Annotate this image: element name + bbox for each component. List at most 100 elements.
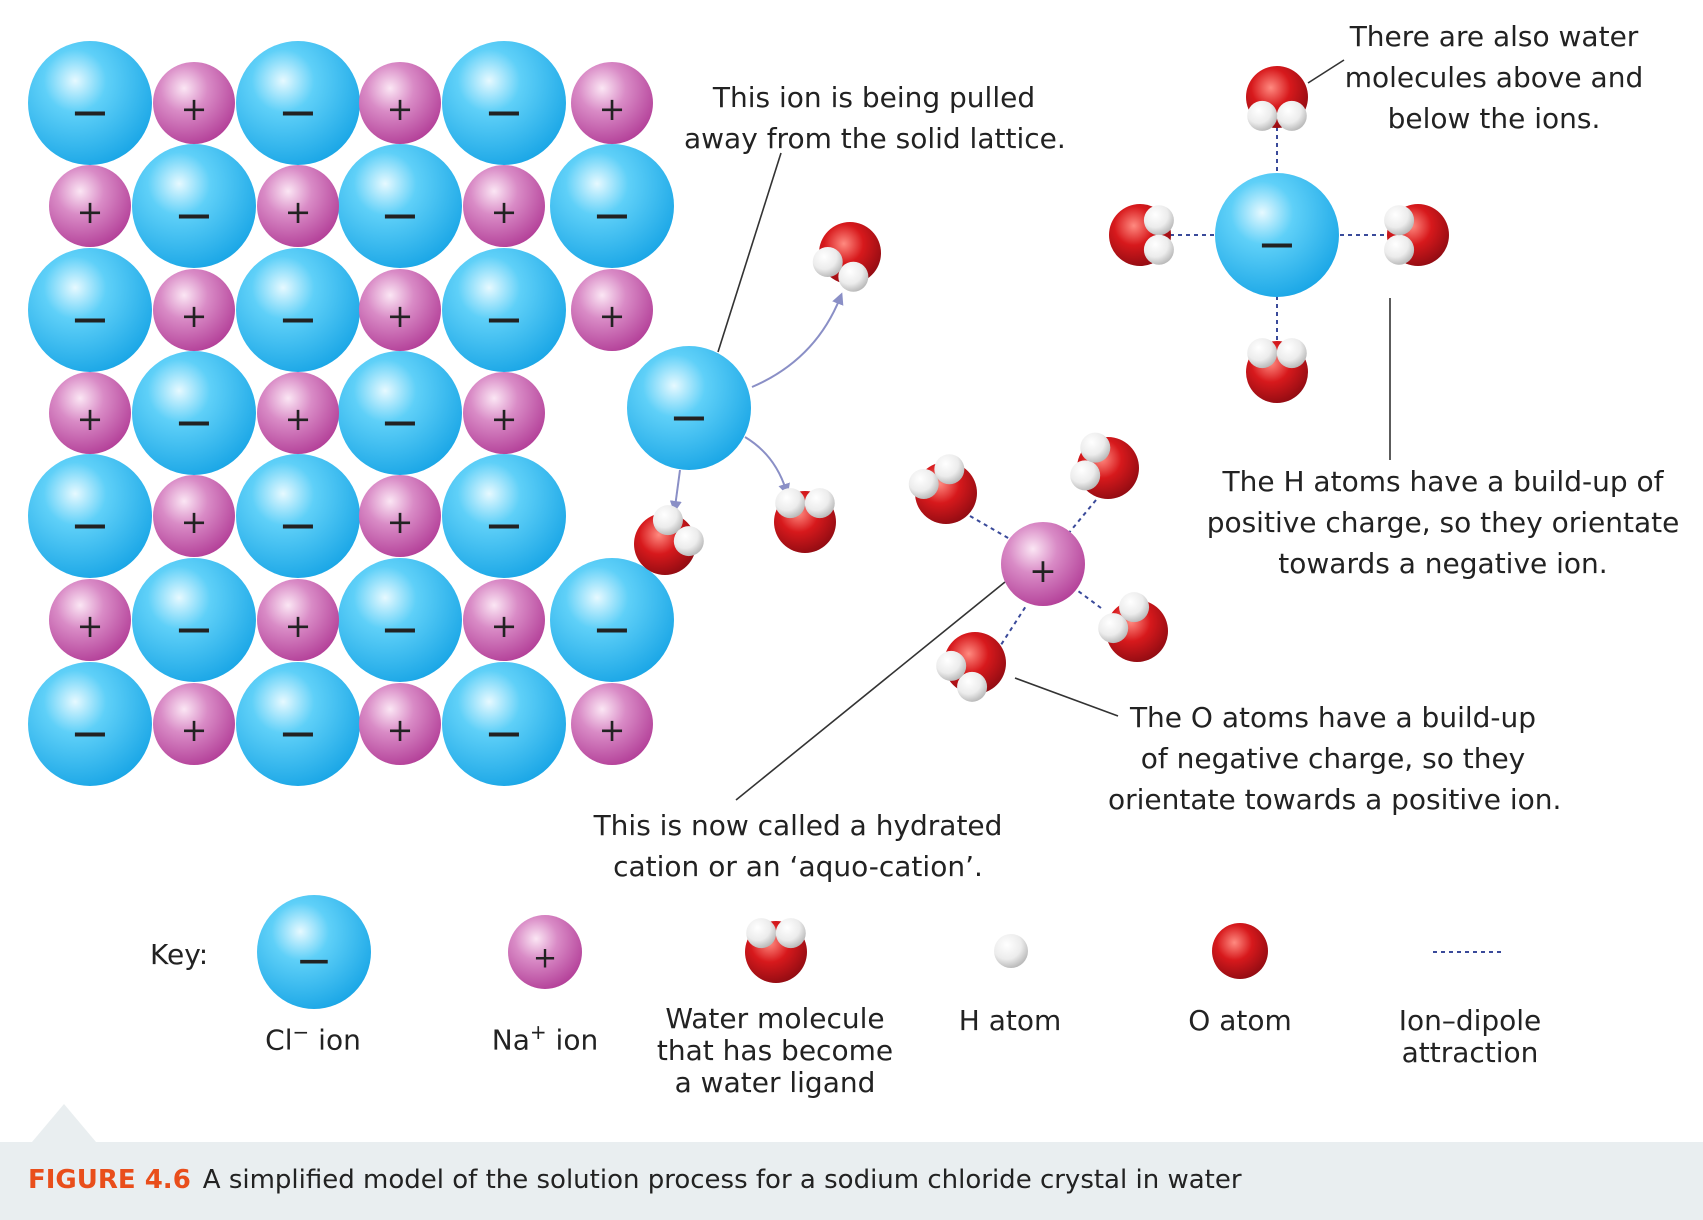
minus-sign: − — [278, 84, 318, 140]
water-molecule — [936, 632, 1006, 702]
leaving-cl-ion: − — [627, 346, 751, 470]
water-molecules — [634, 66, 1449, 702]
lattice-cl-ion: − — [338, 351, 462, 475]
plus-sign: + — [285, 400, 312, 438]
water-molecule — [634, 505, 704, 575]
lattice-na-ion: + — [359, 62, 441, 144]
plus-sign: + — [533, 940, 557, 974]
key-shapes: −+ — [257, 895, 1268, 1009]
key-title: Key: — [150, 938, 209, 971]
arrow-down-left — [669, 469, 682, 513]
plus-sign: + — [181, 90, 208, 128]
lattice-na-ion: + — [49, 579, 131, 661]
lattice-na-ion: + — [257, 372, 339, 454]
plus-sign: + — [491, 400, 518, 438]
lattice-cl-ion: − — [236, 248, 360, 372]
movement-arrows — [669, 292, 844, 513]
lattice-cl-ion: − — [28, 41, 152, 165]
key-o-atom-label: O atom — [1188, 1004, 1292, 1037]
water-molecule — [1070, 432, 1139, 499]
plus-sign: + — [387, 90, 414, 128]
minus-sign: − — [70, 84, 110, 140]
minus-sign: − — [278, 497, 318, 553]
lattice-cl-ion: − — [236, 454, 360, 578]
arrow-up-right — [751, 292, 844, 388]
plus-sign: + — [77, 193, 104, 231]
lattice-na-ion: + — [257, 165, 339, 247]
key-water-molecule-icon — [745, 918, 807, 983]
free-ions: − − + — [627, 173, 1339, 606]
plus-sign: + — [387, 711, 414, 749]
lattice-na-ion: + — [463, 372, 545, 454]
lattice-cl-ion: − — [132, 351, 256, 475]
lattice-cl-ion: − — [550, 144, 674, 268]
minus-sign: − — [174, 187, 214, 243]
plus-sign: + — [599, 90, 626, 128]
lattice-na-ion: + — [49, 372, 131, 454]
label-pulled-ion: This ion is being pulled away from the s… — [684, 81, 1066, 155]
plus-sign: + — [181, 503, 208, 541]
plus-sign: + — [77, 607, 104, 645]
lattice-cl-ion: − — [550, 558, 674, 682]
hydrated-cl-ion: − — [1215, 173, 1339, 297]
plus-sign: + — [1029, 551, 1057, 590]
leader-o-atoms — [1014, 677, 1119, 717]
minus-sign: − — [380, 394, 420, 450]
minus-sign: − — [70, 291, 110, 347]
key-na-ion-icon: + — [508, 915, 582, 989]
lattice-cl-ion: − — [442, 662, 566, 786]
key-h-atom-label: H atom — [958, 1004, 1062, 1037]
caption-notch — [32, 1104, 96, 1142]
lattice-na-ion: + — [257, 579, 339, 661]
lattice-na-ion: + — [49, 165, 131, 247]
plus-sign: + — [285, 193, 312, 231]
water-molecule — [908, 454, 977, 524]
plus-sign: + — [77, 400, 104, 438]
plus-sign: + — [491, 607, 518, 645]
label-h-atoms: The H atoms have a build-up of positive … — [1206, 465, 1680, 580]
leader-pulled-ion — [717, 152, 782, 353]
lattice-cl-ion: − — [28, 454, 152, 578]
minus-sign: − — [484, 84, 524, 140]
leader-hydrated — [735, 581, 1006, 801]
lattice-na-ion: + — [153, 683, 235, 765]
minus-sign: − — [592, 601, 632, 657]
key-cl-ion-label: Cl− ion — [265, 1020, 361, 1057]
minus-sign: − — [669, 389, 709, 445]
lattice-cl-ion: − — [236, 41, 360, 165]
key-o-atom-icon — [1212, 923, 1268, 979]
lattice-na-ion: + — [359, 683, 441, 765]
lattice-cl-ion: − — [442, 41, 566, 165]
lattice-cl-ion: − — [28, 662, 152, 786]
lattice-cl-ion: − — [132, 558, 256, 682]
lattice-na-ion: + — [153, 62, 235, 144]
lattice-cl-ion: − — [442, 454, 566, 578]
key-h-atom-icon — [994, 934, 1028, 968]
lattice-cl-ion: − — [132, 144, 256, 268]
water-molecule — [774, 488, 836, 553]
plus-sign: + — [387, 503, 414, 541]
minus-sign: − — [296, 935, 333, 986]
water-molecule — [1098, 592, 1168, 662]
minus-sign: − — [278, 291, 318, 347]
minus-sign: − — [380, 187, 420, 243]
lattice-na-ion: + — [359, 475, 441, 557]
lattice-na-ion: + — [153, 475, 235, 557]
lattice-na-ion: + — [571, 269, 653, 351]
minus-sign: − — [174, 601, 214, 657]
label-o-atoms: The O atoms have a build-up of negative … — [1108, 701, 1562, 816]
water-molecule — [1109, 204, 1174, 266]
lattice-na-ion: + — [463, 579, 545, 661]
figure-number: FIGURE 4.6 — [28, 1165, 191, 1195]
hydrated-na-ion: + — [1001, 522, 1085, 606]
key-cl-ion-icon: − — [257, 895, 371, 1009]
minus-sign: − — [70, 497, 110, 553]
minus-sign: − — [484, 497, 524, 553]
lattice-cl-ion: − — [338, 558, 462, 682]
minus-sign: − — [174, 394, 214, 450]
plus-sign: + — [599, 297, 626, 335]
minus-sign: − — [1257, 216, 1297, 272]
lattice-cl-ion: − — [28, 248, 152, 372]
